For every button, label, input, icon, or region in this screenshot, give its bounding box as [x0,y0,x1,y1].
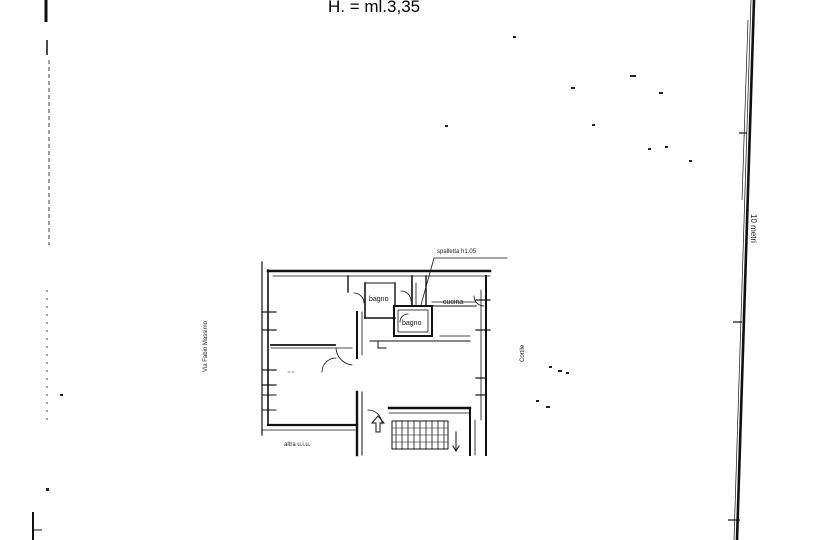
spalletta-annotation: spalletta h1.05 [437,249,477,255]
room-label-bagno-1: bagno [369,296,389,303]
neighbor-unit-label-south: altra u.i.u. [284,442,311,448]
room-label-bagno-2: bagno [402,320,422,327]
scan-specks [46,36,692,491]
room-label-cucina: cucina [443,299,464,306]
courtyard-label-east: Cortile [520,344,526,362]
scale-bar-label: 10 metri [749,214,758,243]
plan-walls [261,257,508,457]
street-label-west: Via Fabio Massimo [203,321,209,372]
ceiling-height-title: H. = ml.3,35 [328,0,421,16]
right-frame [728,0,756,540]
left-edge-marks [32,0,50,540]
